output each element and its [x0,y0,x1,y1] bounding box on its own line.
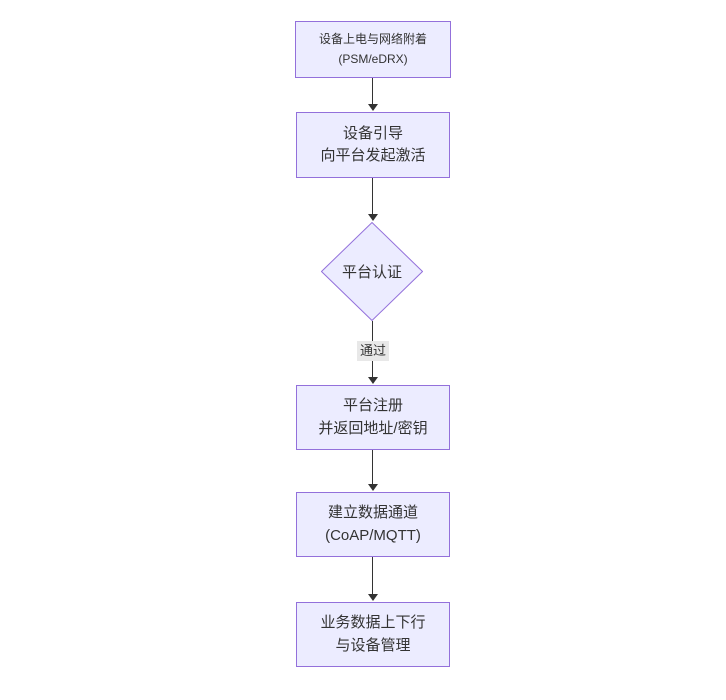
diamond-shape [321,222,423,321]
arrowhead-icon [368,484,378,491]
node-text-line: 设备上电与网络附着 [318,32,427,47]
node-power-network-attach: 设备上电与网络附着 (PSM/eDRX) [295,21,451,78]
arrowhead-icon [368,104,378,111]
edge-channel-to-business [372,557,373,594]
node-text-line: 设备引导 [342,124,403,142]
edge-label-pass: 通过 [356,341,390,361]
node-text-line: 业务数据上下行 [320,614,426,631]
node-text-line: 并返回地址/密钥 [318,419,428,437]
node-text-line: 与设备管理 [335,636,411,654]
node-text-line: 建立数据通道 [327,504,418,521]
arrowhead-icon [368,214,378,221]
node-text-line: (PSM/eDRX) [338,51,408,66]
node-device-bootstrap: 设备引导 向平台发起激活 [296,112,450,178]
node-platform-register: 平台注册 并返回地址/密钥 [296,385,450,450]
edge-power-to-bootstrap [372,78,373,105]
node-business-data-mgmt: 业务数据上下行 与设备管理 [296,602,450,667]
node-text-line: 平台注册 [342,397,403,414]
arrowhead-icon [368,594,378,601]
decision-label: 平台认证 [341,264,402,281]
decision-platform-auth: 平台认证 [321,222,423,321]
edge-bootstrap-to-auth [372,178,373,214]
node-data-channel: 建立数据通道 (CoAP/MQTT) [296,492,450,557]
node-text-line: 向平台发起激活 [320,147,426,164]
edge-register-to-channel [372,450,373,484]
node-text-line: (CoAP/MQTT) [325,526,421,544]
arrowhead-icon [368,377,378,384]
